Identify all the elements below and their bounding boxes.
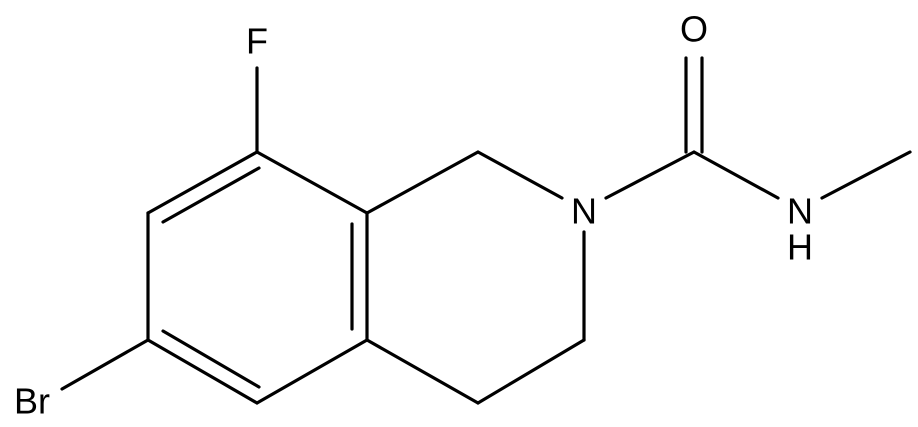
bond-c8a-c1 [365, 150, 480, 215]
bond-c6-br [60, 338, 150, 391]
bond-c7-c8 [146, 150, 259, 215]
atom-amide-nitrogen: N [787, 191, 813, 232]
bond-c4a-c5 [255, 338, 369, 405]
bond-carbonyl-n [692, 150, 780, 200]
bond-n2-carbonyl [604, 150, 696, 200]
bond-n-methyl [820, 150, 912, 200]
bond-c1-n2 [476, 150, 564, 200]
bond-c8-c8a [255, 150, 369, 215]
label-layer: F Br O N N H [14, 9, 813, 422]
bond-c5-c6-inner [161, 329, 261, 389]
bond-layer [60, 56, 912, 405]
bond-c3-c4 [476, 338, 586, 405]
bond-c4-c4a [365, 338, 480, 405]
atom-fluorine: F [246, 21, 268, 62]
atom-oxygen: O [680, 9, 708, 50]
atom-ring-nitrogen: N [571, 191, 597, 232]
bond-c5-c6 [146, 338, 259, 405]
atom-amide-hydrogen: H [787, 227, 813, 268]
atom-bromine: Br [14, 381, 50, 422]
bond-c7-c8-inner [161, 166, 261, 224]
